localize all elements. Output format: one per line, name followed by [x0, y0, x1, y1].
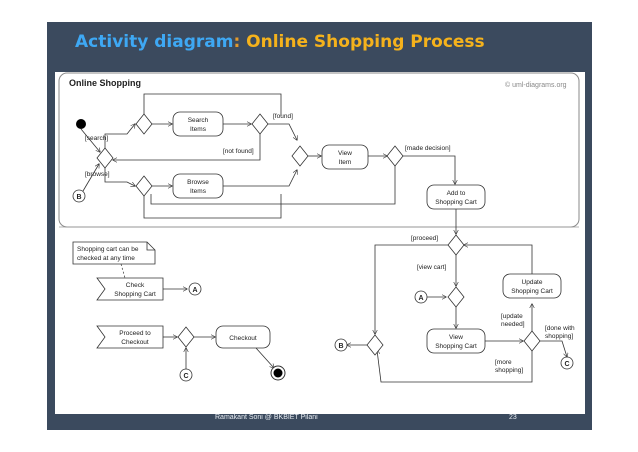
decision-found — [251, 113, 269, 135]
flow-search — [104, 124, 135, 148]
footer-credit: Ramakant Soni @ BKBIET Pilani — [215, 414, 318, 421]
guard-view-cart: [view cart] — [417, 264, 446, 271]
guard-more-line2: shopping] — [495, 367, 523, 374]
add-to-cart-line1: Add to — [447, 190, 466, 197]
connector-c-left-label: C — [183, 373, 188, 380]
guard-update-needed-line2: needed] — [501, 321, 525, 328]
merge-search — [135, 113, 153, 135]
note-box — [72, 241, 156, 265]
decision-made — [386, 145, 404, 167]
guard-not-found: [not found] — [223, 148, 254, 155]
flow-initial — [80, 128, 100, 152]
view-cart-line2: Shopping Cart — [435, 343, 477, 350]
flow-continue-loop — [150, 166, 396, 205]
merge-browse — [135, 175, 153, 197]
view-cart-line1: View — [449, 334, 463, 341]
guard-search: [search] — [85, 135, 108, 142]
flow-checkout-to-final — [255, 347, 274, 368]
diagram-canvas: Online Shopping © uml-diagrams.org B [se… — [55, 72, 585, 414]
connector-a-left-label: A — [192, 287, 197, 294]
flow-done-shopping — [540, 340, 567, 357]
guard-more-line1: [more — [495, 359, 512, 366]
frame-title: Online Shopping — [69, 78, 141, 88]
browse-items-line2: Items — [190, 188, 207, 195]
flow-browse-to-merge — [223, 170, 297, 187]
guard-made-decision: [made decision] — [405, 145, 451, 152]
guard-update-needed-line1: [update — [501, 313, 523, 320]
initial-node — [76, 119, 86, 129]
connector-b-top — [72, 189, 86, 203]
signal-check-cart — [96, 277, 164, 301]
add-to-cart-line2: Shopping Cart — [435, 199, 477, 206]
merge-view-cart — [447, 286, 465, 308]
slide-footer: Ramakant Soni @ BKBIET Pilani 23 — [47, 412, 592, 430]
flow-more-shopping — [377, 350, 533, 383]
note-line2: checked at any time — [77, 255, 135, 262]
guard-done-line2: shopping] — [545, 333, 573, 340]
page-number: 23 — [509, 414, 517, 421]
activity-diagram: Online Shopping © uml-diagrams.org B [se… — [58, 72, 580, 383]
guard-proceed: [proceed] — [411, 235, 438, 242]
view-item-line2: Item — [339, 159, 352, 166]
flow-browse-loop — [143, 194, 282, 219]
action-view-item — [321, 144, 369, 170]
title-separator: : — [233, 32, 247, 52]
slide: Activity diagram: Online Shopping Proces… — [47, 22, 592, 430]
slide-title: Activity diagram: Online Shopping Proces… — [75, 32, 485, 52]
connector-c-right — [560, 356, 574, 370]
guard-found: [found] — [273, 113, 293, 120]
update-cart-line2: Shopping Cart — [511, 288, 553, 295]
flow-proceed — [375, 244, 448, 334]
title-online-shopping-process: Online Shopping Process — [246, 32, 485, 52]
browse-items-line1: Browse — [187, 179, 209, 186]
connector-c-right-label: C — [564, 361, 569, 368]
copyright-label: © uml-diagrams.org — [505, 81, 567, 89]
connector-b-bottom — [334, 338, 348, 352]
note-fold — [146, 242, 155, 251]
checkout-label: Checkout — [229, 335, 257, 342]
note-line1: Shopping cart can be — [77, 246, 139, 253]
proceed-checkout-line2: Checkout — [121, 339, 149, 346]
decision-cart — [523, 330, 541, 352]
flow-not-found — [113, 134, 261, 160]
connector-a-right-label: A — [418, 295, 423, 302]
connector-b-bottom-label: B — [338, 343, 343, 350]
check-cart-line2: Shopping Cart — [114, 291, 156, 298]
merge-to-b — [366, 334, 384, 356]
flow-found — [268, 123, 297, 140]
merge-checkout — [177, 326, 195, 348]
guard-browse: [browse] — [85, 171, 110, 178]
guard-done-line1: [done with — [545, 325, 575, 332]
proceed-checkout-line1: Proceed to — [119, 330, 151, 337]
flow-update-to-merge — [464, 245, 533, 274]
title-activity-diagram: Activity diagram — [75, 32, 234, 52]
search-items-line2: Items — [190, 126, 207, 133]
flow-b-to-merge — [82, 164, 99, 192]
check-cart-line1: Check — [126, 282, 145, 289]
connector-a-left — [188, 282, 202, 296]
view-item-line1: View — [338, 150, 352, 157]
action-checkout — [215, 325, 271, 349]
connector-b-top-label: B — [76, 194, 81, 201]
search-items-line1: Search — [188, 117, 209, 124]
flow-browse — [104, 168, 135, 186]
final-node-inner — [273, 368, 283, 378]
signal-proceed-checkout — [96, 325, 164, 349]
update-cart-line1: Update — [522, 279, 543, 286]
flow-search-loop — [143, 93, 282, 116]
flow-made-decision — [403, 155, 455, 184]
merge-view — [291, 145, 309, 167]
merge-proceed — [447, 234, 465, 256]
note-anchor — [120, 263, 126, 279]
